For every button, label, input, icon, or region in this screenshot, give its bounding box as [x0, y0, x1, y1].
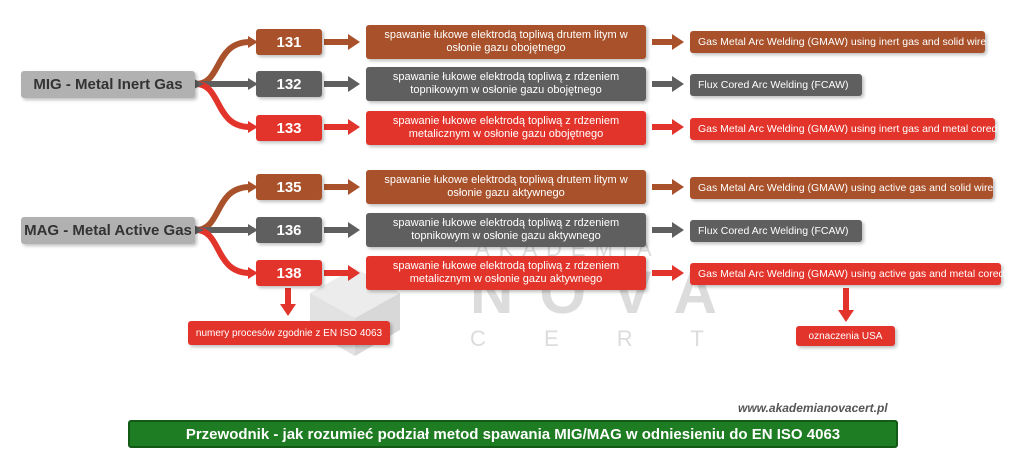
process-number-131: 131 — [256, 29, 322, 55]
process-description-133: spawanie łukowe elektrodą topliwą z rdze… — [366, 111, 646, 145]
process-english-133: Gas Metal Arc Welding (GMAW) using inert… — [690, 118, 1020, 140]
num-to-desc-arrows — [324, 34, 360, 281]
group-label-mag: MAG - Metal Active Gas — [21, 217, 195, 244]
process-description-136: spawanie łukowe elektrodą topliwą z rdze… — [366, 213, 646, 247]
note-iso-numbers: numery procesów zgodnie z EN ISO 4063 — [188, 321, 390, 345]
watermark-line3: C E R T — [470, 326, 730, 351]
process-english-132: Flux Cored Arc Welding (FCAW) — [690, 74, 862, 96]
website-url: www.akademianovacert.pl — [738, 401, 888, 415]
mig-brace — [195, 39, 251, 130]
down-arrows — [280, 288, 854, 322]
process-number-136: 136 — [256, 217, 322, 243]
process-english-136: Flux Cored Arc Welding (FCAW) — [690, 220, 862, 242]
process-description-138: spawanie łukowe elektrodą topliwą z rdze… — [366, 256, 646, 290]
process-number-135: 135 — [256, 174, 322, 200]
process-number-132: 132 — [256, 71, 322, 97]
mag-brace — [195, 184, 251, 276]
process-number-138: 138 — [256, 260, 322, 286]
note-usa-designations: oznaczenia USA — [796, 326, 895, 346]
process-english-135: Gas Metal Arc Welding (GMAW) using activ… — [690, 177, 993, 199]
process-english-138: Gas Metal Arc Welding (GMAW) using activ… — [690, 263, 1024, 285]
page-title: Przewodnik - jak rozumieć podział metod … — [128, 420, 898, 448]
process-english-131: Gas Metal Arc Welding (GMAW) using inert… — [690, 31, 986, 53]
desc-to-eng-arrows — [652, 34, 684, 281]
process-description-132: spawanie łukowe elektrodą topliwą z rdze… — [366, 67, 646, 101]
process-number-133: 133 — [256, 115, 322, 141]
group-label-mig: MIG - Metal Inert Gas — [21, 71, 195, 98]
process-description-131: spawanie łukowe elektrodą topliwą drutem… — [366, 25, 646, 59]
process-description-135: spawanie łukowe elektrodą topliwą drutem… — [366, 170, 646, 204]
